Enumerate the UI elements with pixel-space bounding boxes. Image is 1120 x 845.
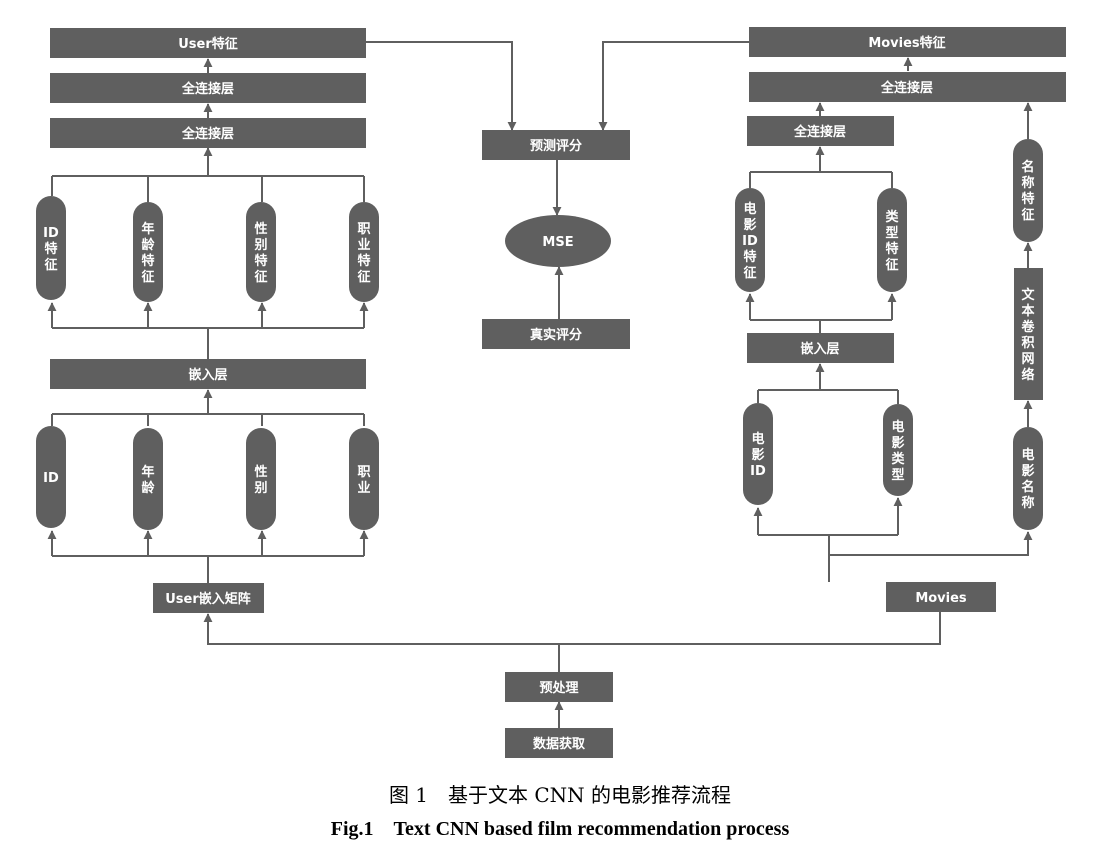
movies-fc1-label: 全连接层 — [793, 124, 846, 140]
movies-feature-label: Movies特征 — [868, 35, 945, 51]
age-feature-pill — [133, 202, 163, 302]
movies-label: Movies — [915, 591, 967, 606]
mse-label: MSE — [542, 235, 573, 250]
gender-label: 性别 — [253, 464, 267, 496]
arrow-user-feature-to-predict — [366, 41, 517, 131]
genre-feature-pill — [877, 188, 907, 292]
movie-title-label: 电影名称 — [1021, 447, 1034, 511]
data-acquisition-box: 数据获取 — [505, 728, 613, 758]
gender-feature-pill — [246, 202, 276, 302]
movie-genre-label: 电影类型 — [891, 419, 905, 483]
line-preprocess-to-movies — [559, 612, 941, 645]
age-feature-label: 年龄特征 — [141, 221, 155, 285]
movies-fc2-label: 全连接层 — [880, 80, 933, 96]
connectors — [47, 41, 1033, 728]
gender-pill — [246, 428, 276, 530]
id-feature-pill — [36, 196, 66, 300]
true-score-label: 真实评分 — [530, 327, 582, 343]
title-branch: 名称特征 文本卷积网络 电影名称 — [1013, 139, 1043, 530]
preprocess-label: 预处理 — [539, 680, 578, 696]
arrow-movies-feature-to-predict — [598, 41, 749, 131]
movie-genre-pill — [883, 404, 913, 496]
genre-feature-label: 类型特征 — [885, 209, 899, 273]
preprocess-box: 预处理 — [505, 672, 613, 702]
movie-title-pill — [1013, 427, 1043, 530]
predict-score-label: 预测评分 — [530, 138, 582, 154]
gender-feature-label: 性别特征 — [253, 221, 267, 285]
user-feature-box: User特征 — [50, 28, 366, 58]
user-embed-layer-label: 嵌入层 — [188, 367, 227, 383]
movies-embed-layer-box: 嵌入层 — [747, 333, 894, 363]
arrow-movies-to-title — [828, 531, 1033, 582]
mse-ellipse: MSE — [505, 215, 611, 267]
age-pill — [133, 428, 163, 530]
arrow-preprocess-to-user-matrix — [203, 613, 560, 672]
id-pill — [36, 426, 66, 528]
user-fc1-label: 全连接层 — [181, 126, 234, 142]
user-fc1-box: 全连接层 — [50, 118, 366, 148]
true-score-box: 真实评分 — [482, 319, 630, 349]
job-label: 职业 — [357, 465, 370, 496]
predict-score-box: 预测评分 — [482, 130, 630, 160]
id-label: ID — [43, 471, 59, 486]
user-embed-layer-box: 嵌入层 — [50, 359, 366, 389]
movie-id-pill — [743, 403, 773, 505]
user-embed-matrix-box: User嵌入矩阵 — [153, 583, 264, 613]
movie-id-feature-pill — [735, 188, 765, 292]
movies-fc1-box: 全连接层 — [747, 116, 894, 146]
figure-caption-english: Fig.1 Text CNN based film recommendation… — [330, 818, 790, 840]
user-input-pills: ID 年龄 性别 职业 — [36, 426, 379, 530]
movies-fc2-box: 全连接层 — [749, 72, 1066, 102]
movies-feature-box: Movies特征 — [749, 27, 1066, 57]
user-feature-label: User特征 — [178, 36, 238, 52]
user-fc2-label: 全连接层 — [181, 81, 234, 97]
figure-caption-chinese: 图 1 基于文本 CNN 的电影推荐流程 — [388, 783, 732, 807]
age-label: 年龄 — [141, 464, 155, 496]
title-feature-pill — [1013, 139, 1043, 242]
user-fc2-box: 全连接层 — [50, 73, 366, 103]
data-acquisition-label: 数据获取 — [533, 736, 586, 752]
user-embed-matrix-label: User嵌入矩阵 — [165, 591, 251, 607]
text-cnn-label: 文本卷积网络 — [1021, 287, 1035, 383]
title-feature-label: 名称特征 — [1021, 159, 1034, 223]
job-feature-label: 职业特征 — [357, 222, 370, 285]
movies-box: Movies — [886, 582, 996, 612]
job-feature-pill — [349, 202, 379, 302]
movies-embed-layer-label: 嵌入层 — [800, 341, 839, 357]
text-cnn-box — [1014, 268, 1043, 400]
job-pill — [349, 428, 379, 530]
